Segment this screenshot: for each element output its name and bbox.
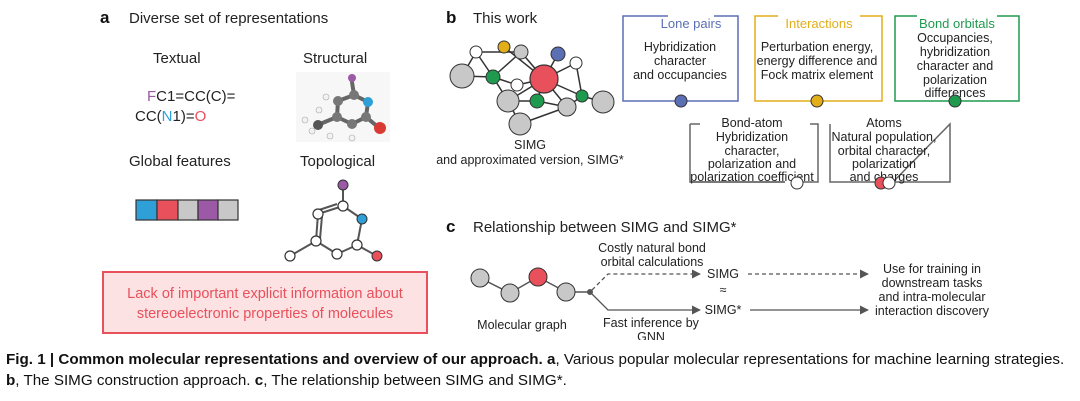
lone-pairs-line-1: Hybridization [644,40,716,54]
lone-pairs-line-2: character [654,54,706,68]
bond-orbitals-line-3: character and [917,59,993,73]
use-line-4: interaction discovery [875,304,990,318]
panel-b-title: This work [473,10,538,27]
caption-b-text: , The SIMG construction approach. [15,372,251,389]
bond-orbitals-box: Bond orbitals Occupancies, hybridization… [894,15,1020,108]
atoms-line-2: Natural population, [832,130,937,144]
global-feature-vector [135,199,239,221]
bond-orbitals-node [948,94,962,108]
structural-3d-model [296,72,390,142]
smiles-line-1: FC1=CC(C)= [147,88,236,105]
bond-orbitals-line-2: hybridization [920,45,990,59]
fast-arrow [591,293,701,315]
interactions-title: Interactions [785,16,853,31]
topological-label: Topological [300,153,375,170]
interactions-node [810,94,824,108]
smiles-cc: CC( [135,108,162,125]
bond-orbitals-title: Bond orbitals [919,16,995,31]
bond-atom-node [790,176,804,190]
warning-line-2: stereoelectronic properties of molecules [137,306,393,322]
feature-cell-2 [156,199,179,221]
use-line-1: Use for training in [883,262,981,276]
interactions-line-2: energy difference and [757,54,878,68]
feature-cell-5 [217,199,239,221]
fast-line-1: Fast inference by [603,316,700,330]
atoms-line-1: Atoms [866,116,901,130]
simg-graph-caption-2: and approximated version, SIMG* [436,153,624,167]
use-line-2: downstream tasks [882,276,983,290]
caption-c-letter: c [254,372,264,389]
feature-cell-1 [135,199,158,221]
caption-a-letter: a [547,351,556,368]
interactions-line-3: Fock matrix element [761,68,874,82]
smiles-rest-1: C1=CC(C)= [156,88,235,105]
global-features-label: Global features [129,153,231,170]
smiles-o: O [195,108,207,125]
use-line-3: and intra-molecular [879,290,986,304]
atoms-node-white [882,176,896,190]
bond-orbitals-line-1: Occupancies, [917,31,993,45]
panel-c-letter: c [446,217,455,236]
figure-1: a Diverse set of representations Textual… [100,8,1020,340]
bond-atom-line-4: polarization and [708,157,796,171]
feature-cell-3 [177,199,199,221]
warning-line-1: Lack of important explicit information a… [127,286,403,302]
costly-arrow [591,269,701,291]
structural-label: Structural [303,50,367,67]
lone-pairs-title: Lone pairs [661,16,722,31]
textual-label: Textual [153,50,201,67]
atoms-line-3: orbital character, [838,144,930,158]
caption-a-text: , Various popular molecular representati… [555,351,1065,368]
smiles-line-2: CC(N1)=O [135,108,206,125]
approx-symbol: ≈ [720,283,727,297]
lone-pairs-box: Lone pairs Hybridization character and o… [622,15,739,108]
lone-pairs-line-3: and occupancies [633,68,727,82]
costly-line-2: orbital calculations [601,255,704,269]
panel-c-title: Relationship between SIMG and SIMG* [473,219,737,236]
panel-c: c Relationship between SIMG and SIMG* Mo… [446,217,990,340]
warning-box: Lack of important explicit information a… [102,271,428,334]
interactions-line-1: Perturbation energy, [761,40,873,54]
simg-graph [449,40,615,136]
atoms-line-5: and charges [850,170,919,184]
atoms-box: Atoms Natural population, orbital charac… [829,116,951,190]
bond-atom-box: Bond-atom Hybridization character, polar… [689,116,819,190]
atoms-line-4: polarization [852,157,916,171]
molecular-graph-label: Molecular graph [477,318,567,332]
fast-line-2: GNN [637,330,665,340]
bond-atom-line-5: polarization coefficient [690,170,814,184]
feature-cell-4 [197,199,219,221]
panel-b-letter: b [446,8,456,27]
caption-fig-label: Fig. 1 | Common molecular representation… [6,351,543,368]
smiles-f: F [147,88,156,105]
bond-atom-line-3: character, [725,144,780,158]
smiles-mid: 1)= [173,108,195,125]
panel-a: a Diverse set of representations Textual… [100,8,428,334]
topological-graph [284,179,383,262]
simg-graph-caption-1: SIMG [514,138,546,152]
smiles-n: N [162,108,173,125]
bond-orbitals-line-5: differences [925,86,986,100]
figure-caption: Fig. 1 | Common molecular representation… [6,349,1074,391]
caption-b-letter: b [6,372,16,389]
interactions-box: Interactions Perturbation energy, energy… [754,15,883,108]
panel-a-title: Diverse set of representations [129,10,328,27]
molecular-graph [470,267,593,303]
caption-c-text: , The relationship between SIMG and SIMG… [263,372,567,389]
bond-atom-line-1: Bond-atom [721,116,782,130]
bond-atom-line-2: Hybridization [716,130,788,144]
simg-star-label: SIMG* [705,303,742,317]
bond-orbitals-line-4: polarization [923,73,987,87]
lone-pairs-node [674,94,688,108]
panel-b: b This work [436,8,1020,190]
panel-a-letter: a [100,8,110,27]
simg-label: SIMG [707,267,739,281]
costly-line-1: Costly natural bond [598,241,706,255]
